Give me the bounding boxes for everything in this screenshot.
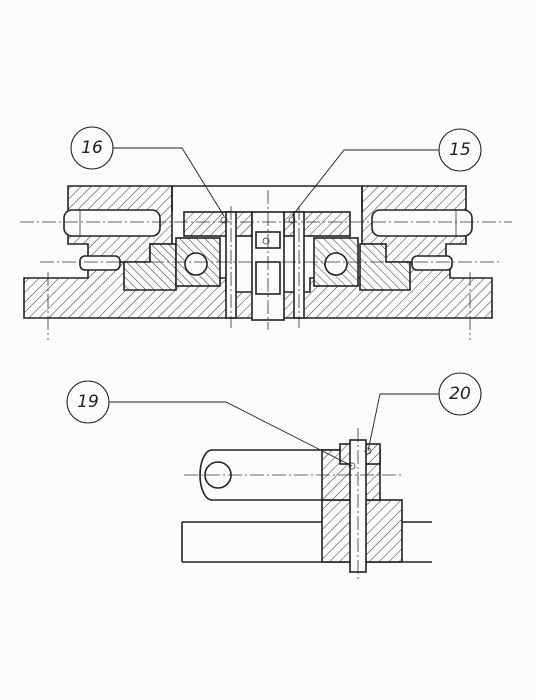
callout-19: 19	[66, 380, 353, 467]
right-bolt	[371, 209, 473, 237]
callout-15-label: 15	[449, 140, 471, 160]
callout-16: 16	[70, 126, 225, 217]
callout-19-label: 19	[77, 392, 99, 412]
pin-19	[348, 462, 356, 470]
top-section-view	[20, 185, 512, 340]
callout-20: 20	[367, 372, 482, 452]
left-cap	[183, 211, 253, 237]
callout-15: 15	[291, 128, 482, 217]
callout-20-label: 20	[449, 384, 471, 404]
callout-16-label: 16	[81, 138, 103, 158]
shaft-pin	[262, 237, 270, 245]
right-set-screw	[411, 255, 453, 271]
right-pin	[288, 216, 296, 224]
right-bearing-ball	[324, 252, 348, 276]
left-bearing-ball	[184, 252, 208, 276]
left-set-screw	[79, 255, 121, 271]
bottom-section-view	[181, 428, 432, 580]
pin-20	[364, 447, 372, 455]
left-bolt	[63, 209, 161, 237]
left-pin	[220, 216, 228, 224]
